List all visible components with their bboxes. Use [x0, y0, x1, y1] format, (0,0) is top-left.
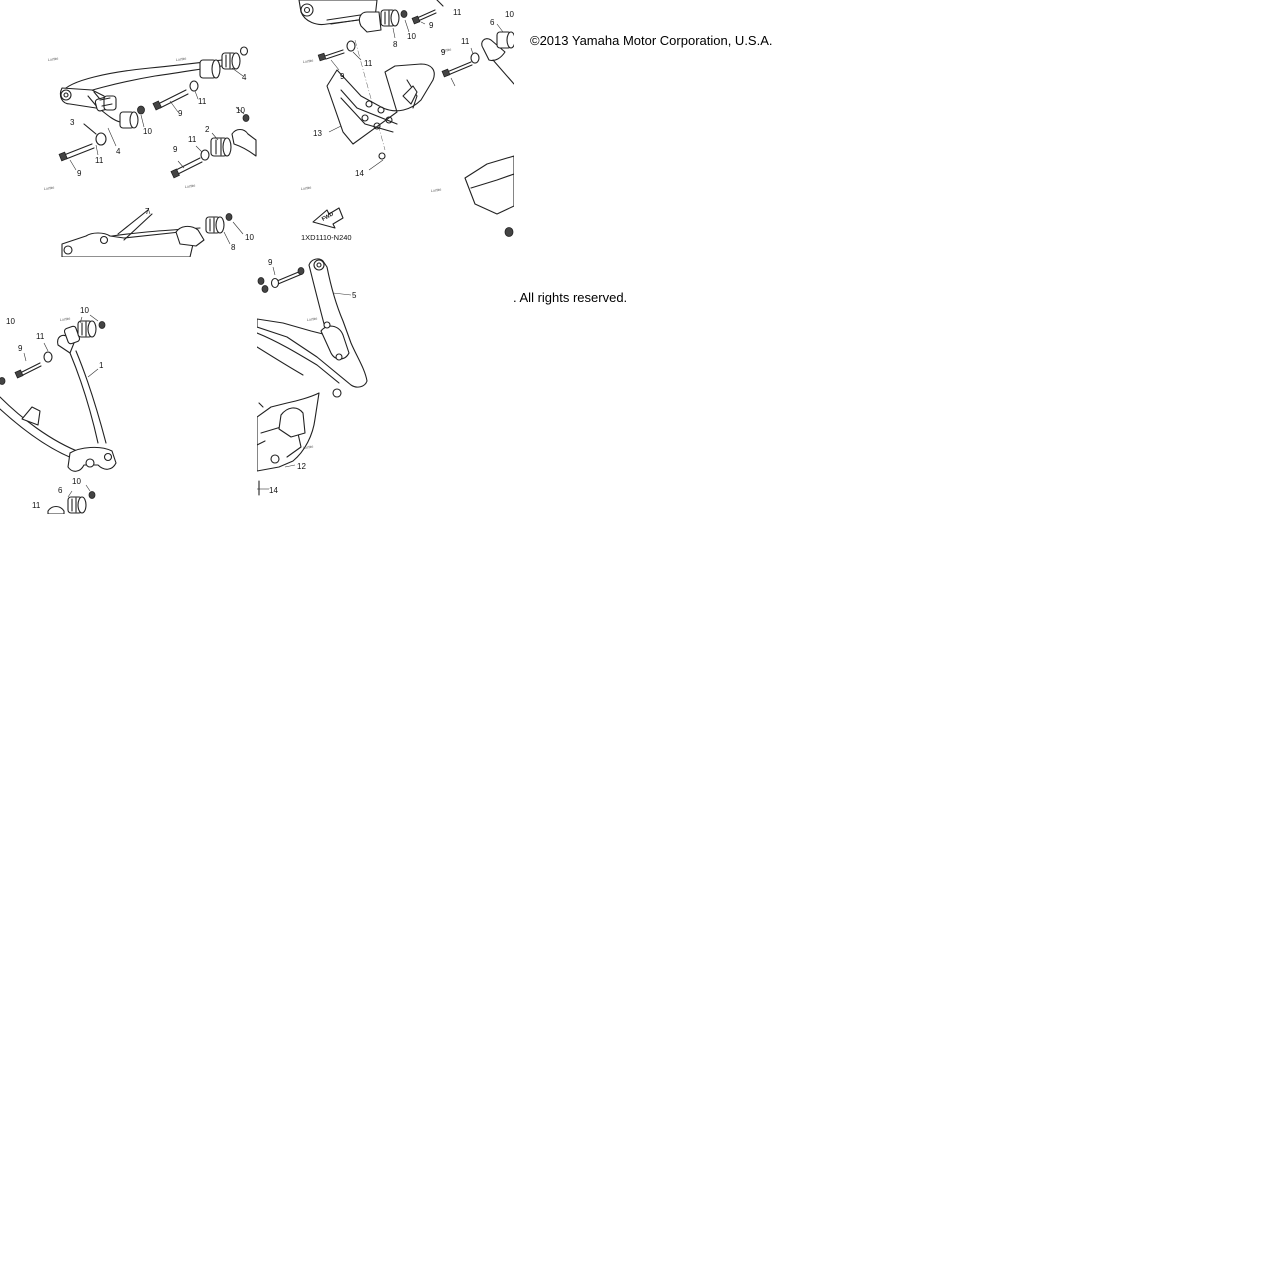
part-number: 6: [490, 18, 495, 27]
part-number: 8: [231, 243, 236, 252]
part-number: 4: [116, 147, 121, 156]
part-number: 10: [80, 306, 89, 315]
loctite-label: Loctite: [185, 184, 196, 189]
part-number: 10: [6, 317, 15, 326]
loctite-label: Loctite: [48, 57, 59, 62]
part-number: 9: [268, 258, 273, 267]
part-number: 11: [32, 501, 41, 510]
loctite-label: Loctite: [307, 317, 318, 322]
fwd-arrow-icon: FWD: [312, 207, 344, 229]
part-number: 14: [355, 169, 364, 178]
copyright-notice: ©2013 Yamaha Motor Corporation, U.S.A.: [530, 33, 773, 48]
part-number: 9: [429, 21, 434, 30]
rear-arm: [257, 258, 368, 388]
upper-arm-drawing: Loctite Loctite Loctite Loctite 4 11 9 3…: [44, 46, 257, 257]
part-number: 9: [173, 145, 178, 154]
loctite-label: Loctite: [441, 48, 452, 53]
part-number: 1: [99, 361, 104, 370]
part-number: 11: [95, 156, 104, 165]
part-number: 8: [393, 40, 398, 49]
part-number: 11: [198, 97, 207, 106]
part-number: 11: [453, 8, 462, 17]
diagram-tile-upper-arms: Loctite Loctite Loctite Loctite 4 11 9 3…: [0, 0, 257, 257]
part-number: 7: [145, 207, 150, 216]
loctite-label: Loctite: [301, 186, 312, 191]
part-number: 9: [18, 344, 23, 353]
lower-arm-drawing: Loctite 10 10 11 9 1 10 6 11: [0, 306, 117, 514]
part-number: 10: [236, 106, 245, 115]
diagram-tile-skid-guard: FWD 1XD1110-N240 Loctite Loctite Loctite…: [257, 0, 514, 257]
diagram-tile-rear-arm: Loctite Loctite 9 5 12 14: [257, 257, 514, 514]
part-number: 9: [441, 48, 446, 57]
diagram-tile-lower-arm: Loctite 10 10 11 9 1 10 6 11: [0, 257, 257, 514]
part-number: 11: [36, 332, 45, 341]
loctite-label: Loctite: [60, 317, 71, 322]
part-number: 9: [77, 169, 82, 178]
part-number: 9: [340, 72, 345, 81]
loctite-label: Loctite: [44, 186, 55, 191]
loctite-label: Loctite: [176, 57, 187, 62]
part-number: 5: [352, 291, 357, 300]
part-number: 2: [205, 125, 210, 134]
skid-guard: [326, 63, 435, 145]
part-number: 10: [505, 10, 514, 19]
part-number: 12: [297, 462, 306, 471]
part-number: 11: [461, 37, 470, 46]
part-number: 11: [364, 59, 373, 68]
part-number: 10: [245, 233, 254, 242]
part-number: 14: [269, 486, 278, 495]
part-number: 6: [58, 486, 63, 495]
loctite-label: Loctite: [431, 188, 442, 193]
part-number: 3: [70, 118, 75, 127]
part-number: 10: [143, 127, 152, 136]
fwd-label: FWD: [321, 211, 335, 222]
part-number: 13: [313, 129, 322, 138]
rear-arm-drawing: Loctite Loctite 9 5 12 14: [257, 258, 368, 496]
part-number: 11: [188, 135, 197, 144]
skid-guard-drawing: FWD 1XD1110-N240 Loctite Loctite Loctite…: [298, 0, 514, 242]
part-number: 10: [72, 477, 81, 486]
part-number: 10: [407, 32, 416, 41]
part-number: 9: [178, 109, 183, 118]
drawing-code: 1XD1110-N240: [301, 233, 352, 242]
loctite-label: Loctite: [303, 59, 314, 64]
loctite-label: Loctite: [303, 445, 314, 450]
rights-notice: . All rights reserved.: [513, 290, 628, 305]
part-number: 4: [242, 73, 247, 82]
